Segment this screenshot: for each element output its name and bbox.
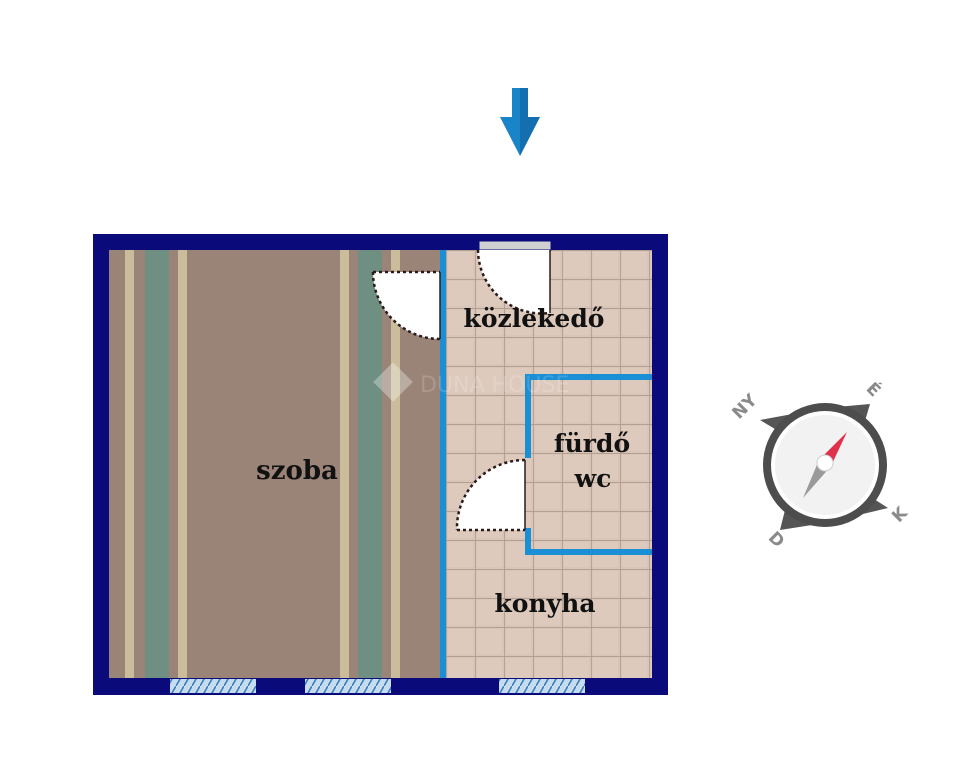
window-3 bbox=[499, 679, 585, 693]
inner-walls bbox=[440, 250, 652, 678]
room-label-wc: wc bbox=[574, 464, 612, 493]
szoba-door bbox=[371, 270, 441, 341]
room-label-szoba: szoba bbox=[256, 456, 338, 486]
room-label-kozlekedo: közlekedő bbox=[464, 304, 605, 333]
arrow-down-icon bbox=[500, 88, 540, 156]
window-2 bbox=[305, 679, 391, 693]
compass-icon: É K D NY bbox=[729, 377, 913, 552]
diamond-logo-icon bbox=[373, 362, 413, 402]
watermark-text: DUNA HOUSE bbox=[420, 373, 569, 398]
compass-west: NY bbox=[729, 390, 762, 423]
tiled-floor bbox=[446, 250, 652, 678]
room-label-konyha: konyha bbox=[494, 589, 595, 618]
entrance-door bbox=[476, 240, 552, 315]
szoba-floor bbox=[109, 250, 441, 678]
watermark: DUNA HOUSE bbox=[373, 362, 569, 402]
bathroom-door bbox=[455, 458, 526, 532]
compass-north: É bbox=[862, 377, 886, 401]
compass-south: D bbox=[764, 528, 788, 552]
room-label-furdo: fürdő bbox=[554, 429, 630, 458]
windows bbox=[170, 679, 585, 693]
compass-east: K bbox=[888, 503, 912, 527]
window-1 bbox=[170, 679, 256, 693]
